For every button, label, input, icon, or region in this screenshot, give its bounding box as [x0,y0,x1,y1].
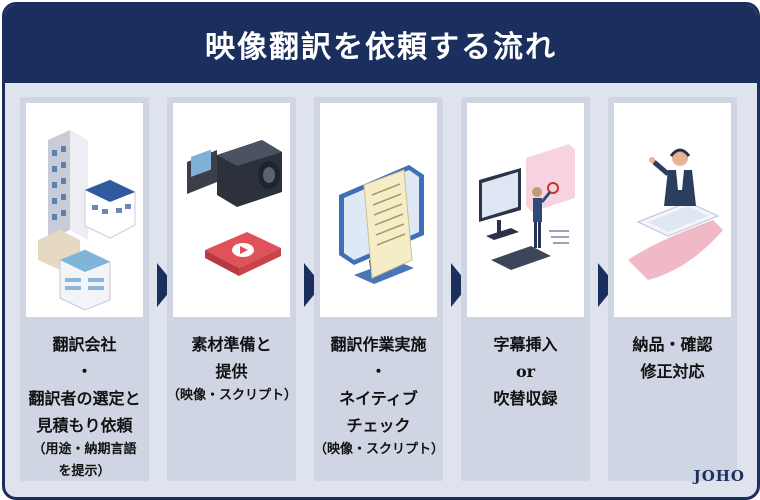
step-5: 納品・確認 修正対応 [608,97,737,481]
camera-video-icon [173,103,290,317]
step-3: 翻訳作業実施 ・ ネイティブ チェック （映像・スクリプト） [314,97,445,481]
step-1-sub-1: （用途・納期言語 [32,442,137,457]
step-1-line-3: 翻訳者の選定と [28,389,141,408]
step-1-label: 翻訳会社 ・ 翻訳者の選定と 見積もり依頼 （用途・納期言語 を提示） [20,331,149,483]
subtitle-editing-icon [467,103,584,317]
arrow-right-icon [304,263,322,307]
step-1-sub-2: を提示） [58,464,111,479]
arrow-right-icon [598,263,616,307]
office-buildings-icon [26,103,143,317]
step-3-line-1: 翻訳作業実施 [330,335,427,354]
step-5-line-2: 修正対応 [640,362,705,381]
step-4-line-3: 吹替収録 [493,389,558,408]
support-operator-icon [614,103,731,317]
step-3-label: 翻訳作業実施 ・ ネイティブ チェック （映像・スクリプト） [314,331,445,461]
step-3-line-3: ネイティブ [339,389,418,408]
step-1-line-1: 翻訳会社 [52,335,117,354]
step-2-label: 素材準備と 提供 （映像・スクリプト） [167,331,298,407]
arrow-right-icon [451,263,469,307]
step-4-line-2: or [515,362,536,381]
step-2-line-1: 素材準備と [191,335,272,354]
step-1-line-4: 見積もり依頼 [36,416,133,435]
step-4-label: 字幕挿入 or 吹替収録 [461,331,590,412]
step-2: 素材準備と 提供 （映像・スクリプト） [167,97,298,481]
step-4-line-1: 字幕挿入 [493,335,558,354]
step-3-line-4: チェック [346,416,411,435]
document-monitor-icon [320,103,437,317]
page-title: 映像翻訳を依頼する流れ [205,30,557,65]
step-2-line-2: 提供 [215,362,248,381]
title-bar: 映像翻訳を依頼する流れ [5,5,757,83]
step-5-line-1: 納品・確認 [632,335,713,354]
arrow-right-icon [157,263,175,307]
step-1: 翻訳会社 ・ 翻訳者の選定と 見積もり依頼 （用途・納期言語 を提示） [20,97,149,481]
step-4: 字幕挿入 or 吹替収録 [461,97,590,481]
step-1-line-2: ・ [76,362,93,381]
step-3-line-2: ・ [370,362,387,381]
joho-logo: JOHO [693,467,745,485]
step-2-sub-1: （映像・スクリプト） [167,388,298,403]
step-3-sub-1: （映像・スクリプト） [314,442,445,457]
step-5-label: 納品・確認 修正対応 [608,331,737,385]
